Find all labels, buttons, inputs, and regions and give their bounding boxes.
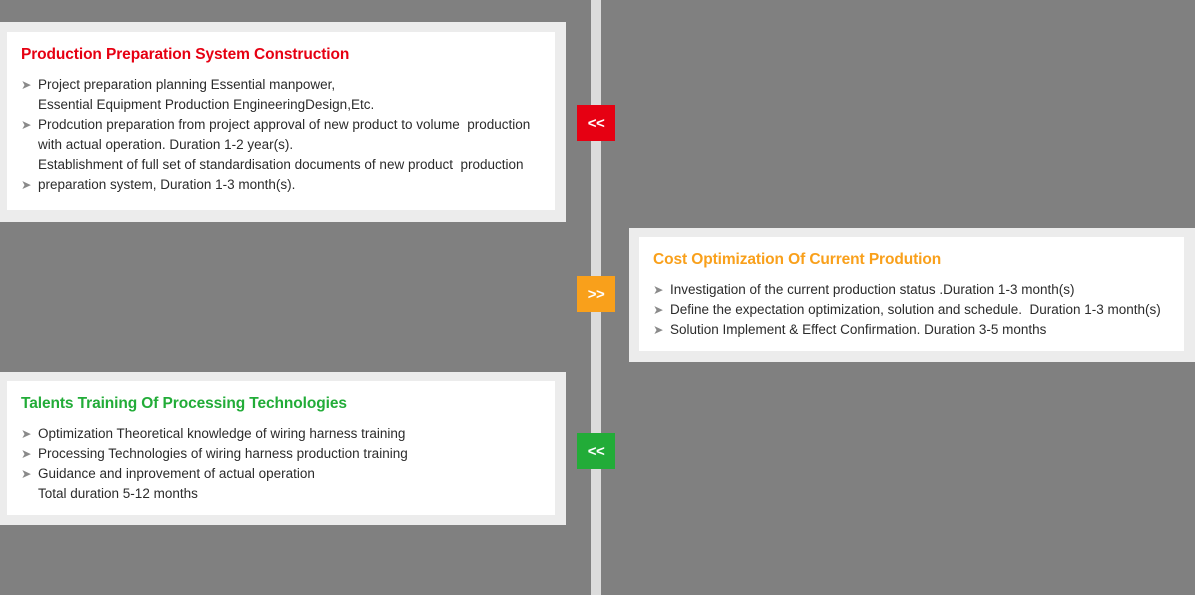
list-item: ➤ Optimization Theoretical knowledge of …	[21, 424, 545, 444]
list-item: ➤ Define the expectation optimization, s…	[653, 300, 1174, 320]
card-production-preparation: Production Preparation System Constructi…	[0, 22, 566, 222]
arrow-bullet-icon: ➤	[21, 118, 32, 132]
list-item: ➤ Prodcution preparation from project ap…	[21, 115, 545, 135]
list-item-text: Optimization Theoretical knowledge of wi…	[38, 426, 406, 441]
arrow-bullet-icon: ➤	[21, 427, 32, 441]
list-item-text: Investigation of the current production …	[670, 282, 1075, 297]
arrow-bullet-icon-hidden: ➤	[21, 155, 37, 175]
arrow-bullet-icon: ➤	[653, 283, 664, 297]
arrow-bullet-icon-hidden: ➤	[21, 95, 37, 115]
bullet-list-talents-training: ➤ Optimization Theoretical knowledge of …	[21, 424, 545, 504]
list-item: ➤ Solution Implement & Effect Confirmati…	[653, 320, 1174, 340]
list-item: ➤ Processing Technologies of wiring harn…	[21, 444, 545, 464]
arrow-bullet-icon: ➤	[21, 78, 32, 92]
card-cost-optimization: Cost Optimization Of Current Prodution ➤…	[629, 228, 1195, 362]
chevron-double-left-icon-red[interactable]: <<	[577, 105, 615, 141]
bullet-list-production-preparation: ➤ Project preparation planning Essential…	[21, 75, 545, 195]
arrow-bullet-icon: ➤	[21, 467, 32, 481]
arrow-bullet-icon-hidden: ➤	[21, 135, 37, 155]
list-item-text: Prodcution preparation from project appr…	[38, 117, 531, 132]
arrow-bullet-icon: ➤	[21, 447, 32, 461]
card-title-cost-optimization: Cost Optimization Of Current Prodution	[653, 251, 942, 268]
list-item: ➤ Project preparation planning Essential…	[21, 75, 545, 95]
card-inner-panel: Production Preparation System Constructi…	[7, 32, 555, 210]
list-item: ➤ Guidance and inprovement of actual ope…	[21, 464, 545, 484]
arrow-bullet-icon: ➤	[653, 303, 664, 317]
list-item: ➤ Total duration 5-12 months	[21, 484, 545, 504]
list-item-text: Processing Technologies of wiring harnes…	[38, 446, 408, 461]
list-item-text: with actual operation. Duration 1-2 year…	[38, 137, 294, 152]
list-item-text: Essential Equipment Production Engineeri…	[38, 97, 375, 112]
card-title-production-preparation: Production Preparation System Constructi…	[21, 46, 350, 63]
list-item-text: Total duration 5-12 months	[38, 486, 198, 501]
card-inner-panel: Cost Optimization Of Current Prodution ➤…	[639, 237, 1184, 351]
arrow-bullet-icon: ➤	[21, 178, 32, 192]
bullet-list-cost-optimization: ➤ Investigation of the current productio…	[653, 280, 1174, 340]
list-item-text: preparation system, Duration 1-3 month(s…	[38, 177, 296, 192]
chevron-double-left-icon-green[interactable]: <<	[577, 433, 615, 469]
list-item: ➤ Establishment of full set of standardi…	[21, 155, 545, 175]
card-talents-training: Talents Training Of Processing Technolog…	[0, 372, 566, 525]
card-title-talents-training: Talents Training Of Processing Technolog…	[21, 395, 347, 412]
arrow-bullet-icon: ➤	[653, 323, 664, 337]
list-item-text: Define the expectation optimization, sol…	[670, 302, 1161, 317]
list-item: ➤ with actual operation. Duration 1-2 ye…	[21, 135, 545, 155]
list-item-text: Guidance and inprovement of actual opera…	[38, 466, 315, 481]
list-item-text: Project preparation planning Essential m…	[38, 77, 336, 92]
list-item-text: Establishment of full set of standardisa…	[38, 157, 524, 172]
list-item: ➤ preparation system, Duration 1-3 month…	[21, 175, 545, 195]
arrow-bullet-icon-hidden: ➤	[21, 484, 37, 504]
list-item: ➤ Essential Equipment Production Enginee…	[21, 95, 545, 115]
list-item-text: Solution Implement & Effect Confirmation…	[670, 322, 1047, 337]
list-item: ➤ Investigation of the current productio…	[653, 280, 1174, 300]
card-inner-panel: Talents Training Of Processing Technolog…	[7, 381, 555, 515]
chevron-double-right-icon-orange[interactable]: >>	[577, 276, 615, 312]
